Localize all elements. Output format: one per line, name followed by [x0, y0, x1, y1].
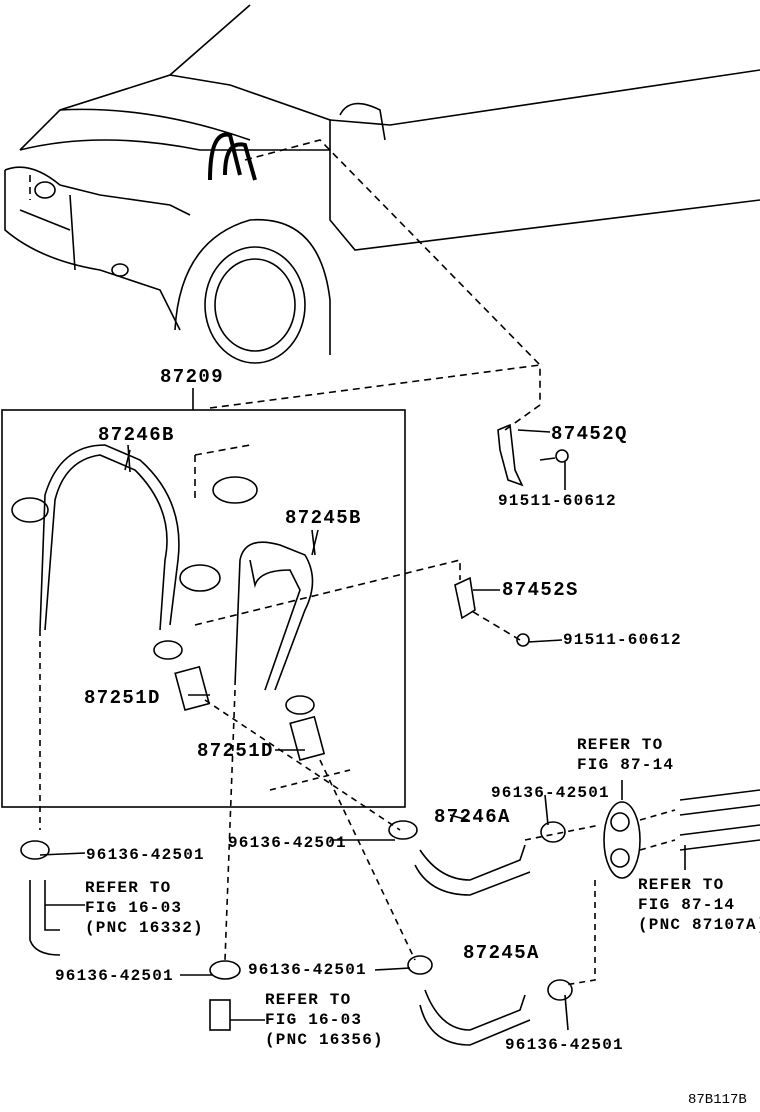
- part-label-87245a: 87245A: [463, 942, 540, 964]
- part-label-87251d: 87251D: [197, 740, 274, 762]
- reference-line: FIG 16-03: [85, 899, 183, 917]
- part-label-87246a: 87246A: [434, 806, 511, 828]
- reference-line: FIG 16-03: [265, 1011, 363, 1029]
- assembly-box: [1, 409, 406, 808]
- reference-line: REFER TO: [85, 879, 172, 897]
- hose-87245b: [234, 541, 314, 691]
- reference-line: FIG 87-14: [638, 896, 736, 914]
- part-label-87245b: 87245B: [285, 507, 362, 529]
- reference-line: (PNC 16356): [265, 1031, 384, 1049]
- part-label-clamp: 96136-42501: [248, 961, 367, 979]
- part-label-87452q: 87452Q: [551, 423, 628, 445]
- grommet: [603, 801, 641, 879]
- part-label-bolt: 91511-60612: [498, 492, 617, 510]
- bracket-87452q: [497, 423, 524, 487]
- vehicle-illustration: [4, 4, 760, 405]
- reference-line: (PNC 87107A): [638, 916, 760, 934]
- part-label-bolt: 91511-60612: [563, 631, 682, 649]
- clamp-icons: [11, 476, 326, 761]
- figure-code: 87B117B: [688, 1092, 747, 1108]
- reference-line: (PNC 16332): [85, 919, 204, 937]
- reference-engine-outlet: REFER TO FIG 16-03 (PNC 16332): [85, 878, 204, 938]
- part-label-clamp: 96136-42501: [491, 784, 610, 802]
- reference-line: REFER TO: [577, 736, 664, 754]
- part-label-clamp: 96136-42501: [228, 834, 347, 852]
- part-label-clamp: 96136-42501: [86, 846, 205, 864]
- reference-grommet: REFER TO FIG 87-14: [577, 735, 674, 775]
- reference-line: FIG 87-14: [577, 756, 675, 774]
- hose-87246a: [414, 844, 531, 896]
- assembly-label: 87209: [160, 366, 225, 388]
- part-label-87246b: 87246B: [98, 424, 175, 446]
- hose-87246b: [39, 444, 180, 631]
- part-label-clamp: 96136-42501: [505, 1036, 624, 1054]
- part-label-clamp: 96136-42501: [55, 967, 174, 985]
- hose-87245a: [419, 989, 531, 1046]
- bracket-87452s: [454, 576, 476, 620]
- part-label-87251d: 87251D: [84, 687, 161, 709]
- reference-pipes: REFER TO FIG 87-14 (PNC 87107A): [638, 875, 760, 935]
- part-label-87452s: 87452S: [502, 579, 579, 601]
- reference-line: REFER TO: [265, 991, 352, 1009]
- reference-engine-inlet: REFER TO FIG 16-03 (PNC 16356): [265, 990, 384, 1050]
- reference-line: REFER TO: [638, 876, 725, 894]
